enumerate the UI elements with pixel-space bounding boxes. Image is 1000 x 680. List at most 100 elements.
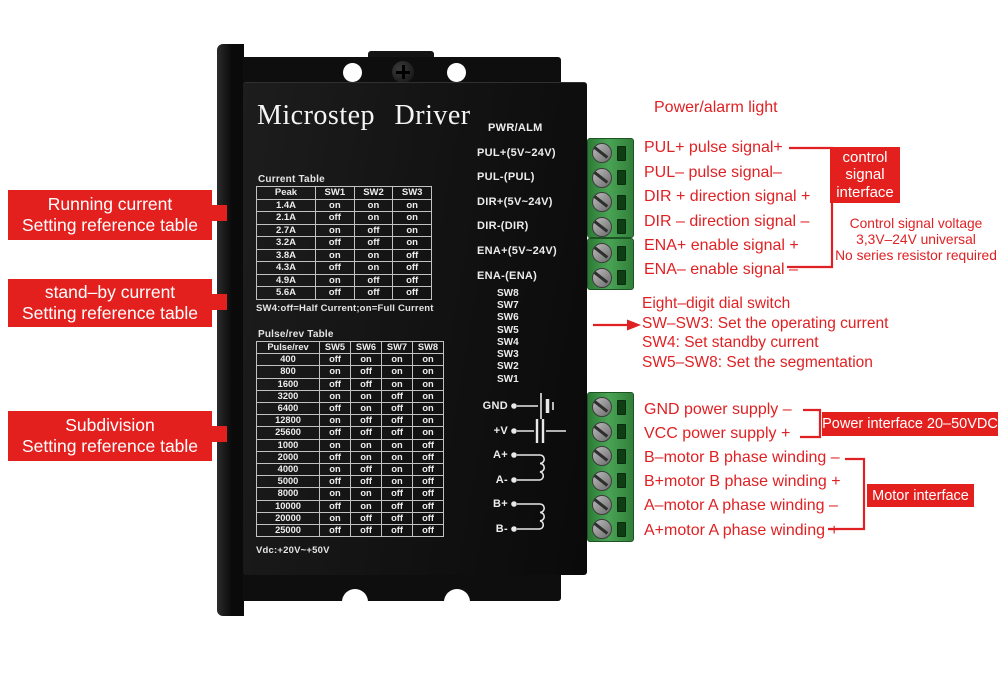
terminal-label: ENA-(ENA) (477, 269, 538, 282)
table-cell: on (353, 261, 394, 275)
table-header-cell: SW2 (353, 186, 394, 200)
table-cell: 2000 (256, 450, 320, 465)
terminal-label: PUL+(5V~24V) (477, 146, 556, 159)
table-cell: off (412, 524, 444, 538)
table-cell: on (412, 389, 444, 404)
table-cell: 400 (256, 353, 320, 367)
signal-annotation: PUL– pulse signal– (644, 163, 782, 181)
table-cell: off (381, 524, 413, 538)
vdc-note: Vdc:+20V~+50V (256, 545, 330, 556)
dip-switch-label: SW3 (497, 349, 519, 361)
top-screw-tab (368, 51, 434, 61)
label-line: Setting reference table (21, 303, 199, 323)
screw-icon (592, 397, 612, 418)
table-cell: on (353, 198, 394, 212)
table-cell: on (381, 377, 413, 391)
table-cell: 8000 (256, 487, 320, 501)
power-interface-box: Power interface 20–50VDC (822, 412, 998, 436)
dip-switch-label: SW6 (497, 312, 519, 324)
table-cell: off (412, 511, 444, 526)
label-line: Setting reference table (21, 436, 199, 456)
dip-switch-label: SW2 (497, 361, 519, 373)
power-motor-annotation: B–motor B phase winding – (644, 449, 840, 467)
terminal-label: GND (482, 400, 508, 413)
table-cell: on (315, 223, 355, 237)
table-cell: on (381, 475, 413, 489)
table-cell: on (350, 499, 382, 513)
table-cell: off (350, 524, 382, 538)
sw4-note: SW4:off=Half Current;on=Full Current (256, 303, 434, 314)
table-header-cell: SW1 (315, 186, 355, 200)
table-cell: on (350, 402, 382, 416)
terminal-label: A+ (493, 449, 508, 462)
signal-annotation: ENA– enable signal – (644, 261, 798, 279)
table-cell: on (353, 248, 394, 262)
power-alarm-annotation: Power/alarm light (654, 99, 778, 116)
table-cell: off (412, 450, 444, 465)
wire-slot (617, 473, 626, 489)
power-motor-annotation: GND power supply – (644, 401, 792, 419)
dial-info-line: SW4: Set standby current (642, 334, 819, 352)
screw-icon (592, 421, 612, 442)
signal-annotation: ENA+ enable signal + (644, 236, 799, 254)
table-cell: on (392, 211, 432, 225)
table-cell: on (392, 236, 432, 250)
table-header-cell: SW6 (350, 340, 382, 355)
table-cell: off (392, 261, 432, 275)
table-header-cell: SW8 (412, 340, 444, 355)
wire-slot (617, 399, 626, 415)
power-motor-annotations: GND power supply –VCC power supply +B–mo… (644, 398, 841, 543)
table-header-cell: SW5 (319, 340, 351, 355)
screw-terminal (588, 468, 633, 492)
dip-switch-label: SW1 (497, 373, 519, 385)
current-table-label: Current Table (258, 174, 325, 185)
table-cell: on (319, 365, 351, 379)
terminal-label: PWR/ALM (488, 122, 543, 135)
table-cell: off (350, 426, 382, 440)
running-current-label: Running current Setting reference table (8, 190, 227, 240)
mounting-hole (447, 63, 466, 82)
screw-terminal (588, 517, 633, 541)
table-header-cell: SW7 (381, 340, 413, 355)
terminal-label: PUL-(PUL) (477, 171, 535, 184)
control-terminal-block (587, 138, 634, 238)
label-line: Setting reference table (21, 215, 199, 235)
label-line: Running current (47, 194, 173, 214)
table-cell: on (350, 389, 382, 404)
screw-terminal (588, 265, 633, 289)
table-cell: on (319, 389, 351, 404)
label-line: Subdivision (65, 415, 155, 435)
wire-slot (617, 521, 626, 537)
terminal-label: +V (493, 424, 508, 437)
table-header-cell: Peak (256, 186, 316, 200)
wire-slot (617, 497, 626, 513)
screw-icon (592, 494, 612, 515)
table-cell: 6400 (256, 402, 320, 416)
table-cell: off (412, 475, 444, 489)
table-cell: off (319, 402, 351, 416)
mounting-hole (343, 63, 362, 82)
screw-icon (592, 267, 612, 288)
subdivision-label: Subdivision Setting reference table (8, 411, 227, 461)
table-cell: off (350, 414, 382, 428)
signal-annotation: PUL+ pulse signal+ (644, 139, 783, 157)
table-cell: off (319, 499, 351, 513)
table-cell: off (353, 223, 394, 237)
terminal-label: A- (495, 473, 508, 486)
table-cell: 1.4A (256, 198, 316, 212)
table-cell: on (412, 402, 444, 416)
dip-switch-label: SW8 (497, 287, 519, 299)
table-cell: 25600 (256, 426, 320, 440)
dip-switch-label: SW5 (497, 324, 519, 336)
table-cell: on (350, 487, 382, 501)
table-cell: off (412, 463, 444, 477)
table-cell: off (319, 450, 351, 465)
table-cell: 3.8A (256, 248, 316, 262)
